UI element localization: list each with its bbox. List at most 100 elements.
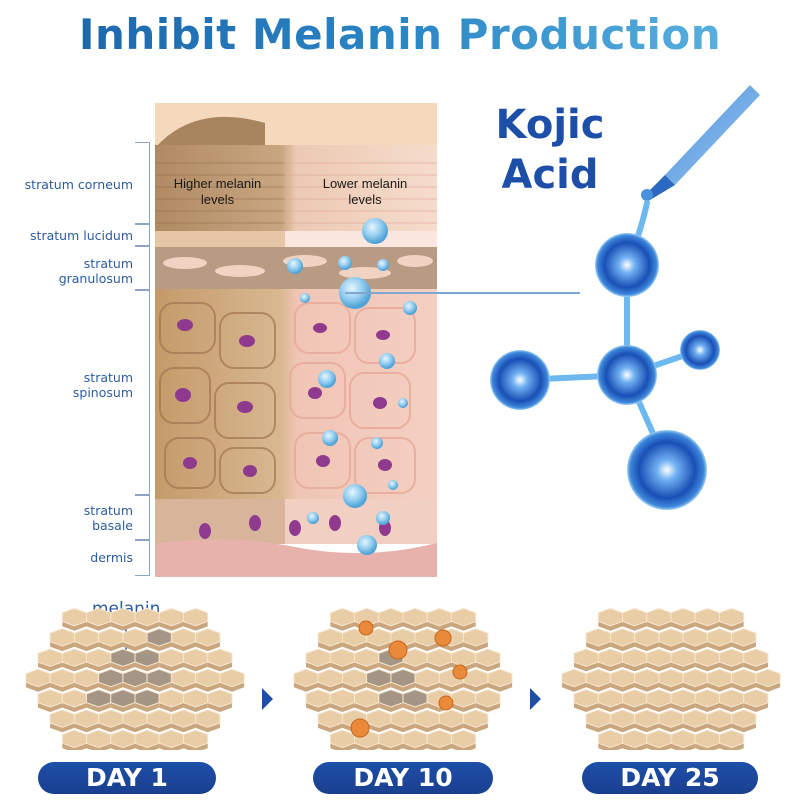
layer-label-dermis: dermis	[90, 550, 133, 565]
skin-cell	[73, 668, 100, 688]
kojic-droplet	[350, 718, 370, 738]
layer-bracket	[135, 246, 150, 290]
spinosum-cell-outlines-dark	[159, 302, 276, 494]
skin-cell	[305, 648, 331, 667]
skin-cell	[694, 607, 720, 627]
layer-label-text: stratum corneum	[24, 177, 133, 192]
skin-cell	[694, 689, 720, 708]
melanin-cell	[146, 628, 172, 647]
skin-cell	[585, 628, 611, 647]
lower-melanin-line1: Lower melanin	[322, 176, 408, 191]
corneum-striations	[155, 162, 285, 224]
skin-cell	[207, 689, 233, 708]
skin-cell	[706, 628, 733, 647]
skin-cell	[719, 648, 745, 667]
day-10-label: DAY 10	[313, 762, 493, 794]
skin-cell	[73, 709, 100, 728]
skin-cell	[378, 607, 404, 627]
skin-cell	[146, 709, 172, 728]
skin-cell	[694, 648, 720, 667]
kojic-droplet	[438, 695, 454, 711]
skin-cell	[706, 709, 733, 728]
day-1-skin-patch	[25, 607, 245, 750]
molecule-pointer-line	[345, 292, 580, 294]
skin-cell	[329, 729, 355, 749]
melanin-cell	[134, 648, 160, 667]
skin-cell	[682, 668, 708, 688]
skin-cell	[170, 668, 197, 688]
skin-cell	[183, 648, 209, 667]
skin-cell	[475, 648, 501, 667]
skin-cell	[670, 607, 696, 627]
layer-bracket	[135, 142, 150, 224]
skin-cell	[37, 689, 63, 708]
skin-cell	[451, 648, 477, 667]
layer-label-text: stratum	[83, 370, 133, 385]
skin-cell	[451, 607, 477, 627]
skin-cell	[195, 709, 221, 728]
atom	[595, 233, 659, 297]
skin-cell	[341, 668, 368, 688]
skin-cell	[585, 668, 611, 688]
skin-cell	[183, 729, 209, 749]
skin-cell	[305, 689, 331, 708]
layer-label-stratum-spinosum: stratum spinosum	[73, 370, 133, 400]
day-25-skin-patch	[561, 607, 781, 750]
skin-cell	[743, 648, 769, 667]
skin-cell	[37, 648, 63, 667]
skin-cell	[731, 668, 757, 688]
skin-cell	[646, 648, 672, 667]
timeline-arrow	[262, 688, 273, 710]
skin-cell	[49, 628, 75, 647]
skin-cell	[207, 648, 233, 667]
layer-bracket	[135, 290, 150, 495]
basale-nuclei	[199, 515, 391, 539]
skin-cell	[354, 689, 380, 708]
granulosum-cells	[163, 255, 433, 279]
cell-nuclei	[175, 319, 392, 477]
skin-cell	[134, 729, 160, 749]
day-1-label: DAY 1	[38, 762, 216, 794]
layer-label-text: granulosum	[58, 271, 133, 286]
skin-cell	[402, 607, 428, 627]
layer-bracket	[135, 495, 150, 540]
skin-cell	[451, 729, 477, 749]
skin-cell	[317, 709, 343, 728]
skin-cell	[463, 628, 489, 647]
melanin-cell	[86, 689, 112, 708]
skin-cell	[670, 648, 696, 667]
skin-cell	[634, 709, 660, 728]
skin-cell	[329, 607, 355, 627]
skin-cell	[609, 628, 636, 647]
skin-cell	[755, 668, 781, 688]
skin-cell	[658, 709, 684, 728]
corneum-striations-light	[285, 162, 437, 224]
skin-cell	[86, 648, 112, 667]
skin-cell	[609, 709, 636, 728]
skin-cell	[86, 729, 112, 749]
layer-label-text: spinosum	[72, 385, 133, 400]
skin-cell	[122, 709, 148, 728]
skin-cell	[622, 729, 648, 749]
kojic-droplet	[388, 640, 408, 660]
melanin-cell	[134, 689, 160, 708]
skin-cell	[98, 709, 124, 728]
skin-cell	[646, 729, 672, 749]
skin-cell	[475, 689, 501, 708]
skin-cell	[98, 628, 124, 647]
skin-cell	[426, 729, 452, 749]
skin-cell	[414, 668, 440, 688]
layer-label-text: stratum	[83, 503, 133, 518]
skin-cell	[293, 668, 319, 688]
melanin-cell	[378, 689, 404, 708]
higher-melanin-line2: levels	[200, 192, 235, 207]
skin-cell	[438, 709, 465, 728]
skin-cell	[706, 668, 733, 688]
layer-label-stratum-lucidum: stratum lucidum	[30, 228, 133, 243]
timeline-arrow	[530, 688, 541, 710]
skin-cell	[402, 729, 428, 749]
atom	[680, 330, 720, 370]
skin-cell	[682, 628, 708, 647]
skin-cell	[573, 648, 599, 667]
skin-cell	[86, 607, 112, 627]
